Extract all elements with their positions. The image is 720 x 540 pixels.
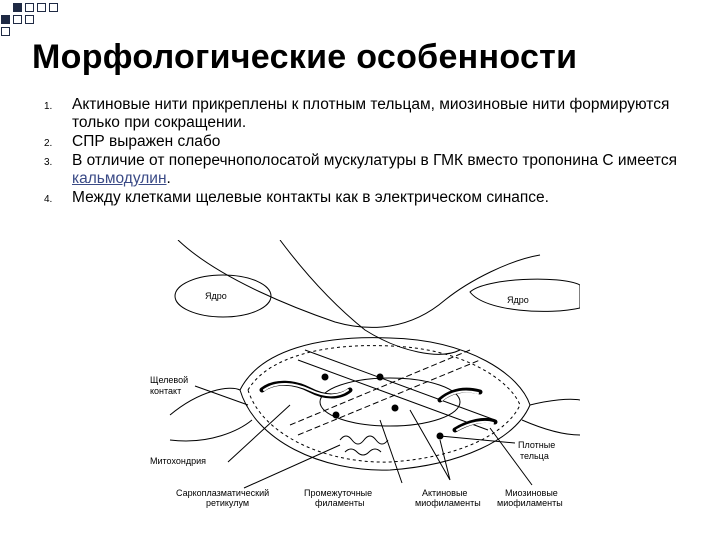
dense-body [321,373,329,381]
decor-square [25,3,34,12]
cell-boundary [177,240,541,328]
neighbor-cell [169,387,253,442]
item-number: 2. [44,138,53,149]
decor-square [1,27,10,36]
item-text-end: . [166,170,171,187]
label-intermediate-filaments: Промежуточные [304,488,372,498]
list-item: 2. СПР выражен слабо [40,133,680,151]
list-item: 1. Актиновые нити прикреплены к плотным … [40,96,680,132]
leader-line [489,427,533,486]
decor-square [25,15,34,24]
nucleus-left [174,274,272,318]
cell-membrane-inner [247,345,521,463]
mitochondrion-inner [263,383,349,397]
calmodulin-link[interactable]: кальмодулин [72,170,167,187]
label-intermediate-filaments: филаменты [315,498,364,508]
label-dense-bodies: Плотные [518,440,555,450]
leader-line [227,404,291,463]
dense-body [376,373,384,381]
leader-line [194,385,249,406]
corner-decoration [0,0,130,40]
label-sr: ретикулум [206,498,249,508]
mitochondrion-inner [456,420,494,431]
decor-square [13,3,22,12]
label-sr: Саркоплазматический [176,488,269,498]
neighbor-cell [521,398,580,436]
leader-line [409,409,451,481]
item-text: В отличие от поперечнополосатой мускулат… [72,152,677,169]
decor-square [49,3,58,12]
actin-filament [297,349,496,431]
label-myosin: Миозиновые [505,488,558,498]
nucleus-right [469,278,580,312]
item-text: СПР выражен слабо [72,133,221,150]
label-nucleus-left: Ядро [205,291,227,301]
myosin-filament [289,349,481,436]
item-number: 1. [44,101,53,112]
item-text: Между клетками щелевые контакты как в эл… [72,189,549,206]
leader-line [243,444,341,489]
decor-square [1,15,10,24]
decor-square [13,15,22,24]
decor-square [37,3,46,12]
label-mitochondria: Митохондрия [150,456,206,466]
label-actin: Актиновые [422,488,467,498]
points-list: 1. Актиновые нити прикреплены к плотным … [40,96,680,208]
dense-body [391,404,399,412]
leader-line [439,435,516,444]
label-myosin: миофиламенты [497,498,563,508]
slide-title: Морфологические особенности [32,38,578,76]
label-gap-junction: контакт [150,386,181,396]
smooth-muscle-cell [239,337,531,471]
label-dense-bodies: тельца [520,451,549,461]
item-text: Актиновые нити прикреплены к плотным тел… [72,96,670,131]
central-region [319,377,461,427]
list-item: 4. Между клетками щелевые контакты как в… [40,189,680,207]
mitochondrion-inner [441,390,479,401]
leader-line [379,419,403,484]
list-item: 3. В отличие от поперечнополосатой муску… [40,152,680,188]
item-number: 3. [44,157,53,168]
item-number: 4. [44,194,53,205]
label-nucleus-right: Ядро [507,295,529,305]
mitochondrion [437,387,483,403]
smooth-muscle-diagram: Ядро Ядро Щелевой контакт Митохондрия Са… [150,240,580,508]
cell-boundary [279,240,461,355]
sarcoplasmic-reticulum [339,435,389,456]
dense-body [332,411,340,419]
label-actin: миофиламенты [415,498,481,508]
label-gap-junction: Щелевой [150,375,188,385]
